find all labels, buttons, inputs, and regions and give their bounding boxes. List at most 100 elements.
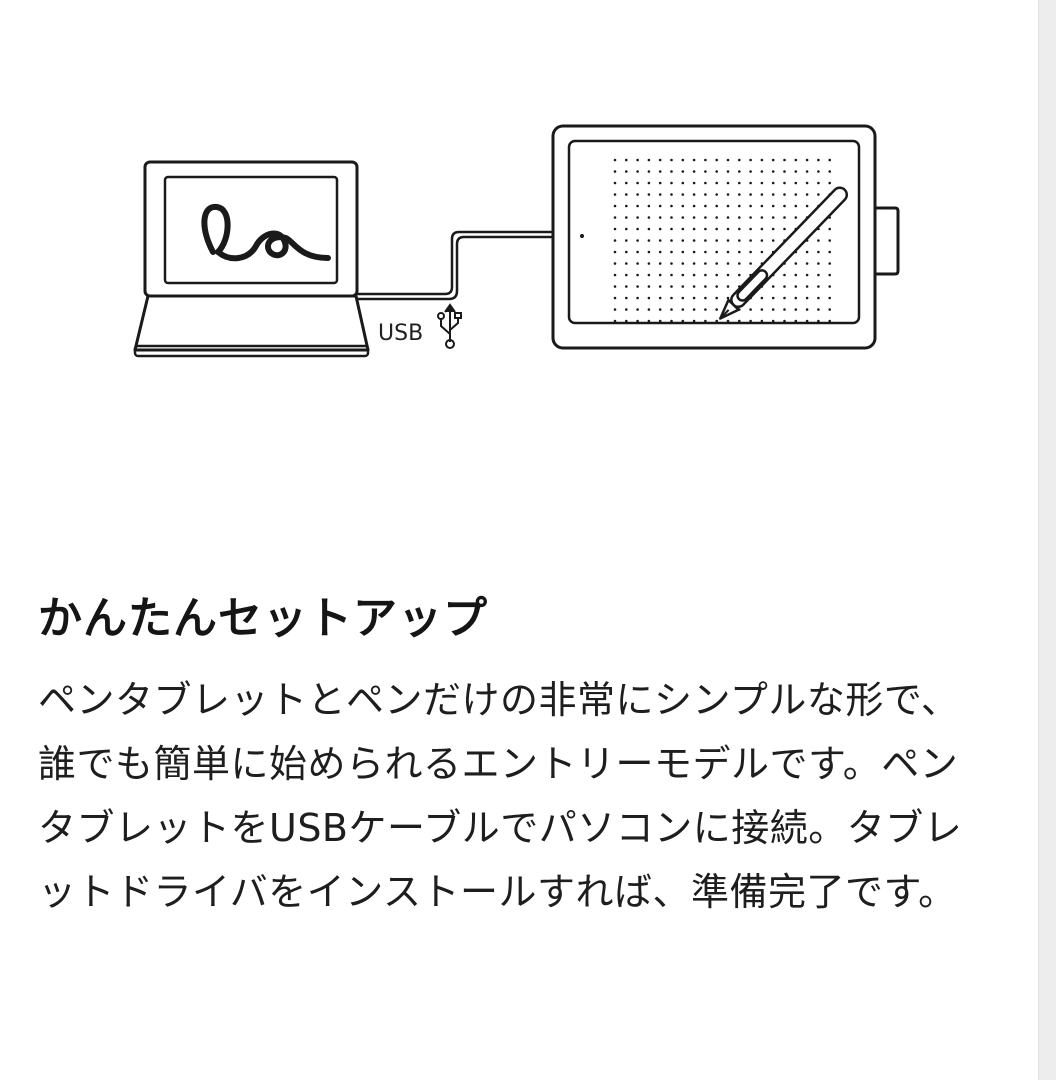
tablet-grid-dot (771, 170, 775, 173)
tablet-grid-dot (715, 319, 718, 323)
tablet-grid-dot (647, 193, 651, 196)
tablet-grid-dot (704, 285, 707, 288)
tablet-grid-dot (783, 193, 786, 196)
tablet-grid-dot (771, 285, 775, 288)
tablet-grid-dot (817, 193, 820, 196)
scrollbar-track[interactable] (1038, 0, 1056, 1080)
tablet-grid-dot (647, 227, 651, 231)
tablet-grid-dot (704, 319, 707, 323)
tablet-grid-dot (715, 308, 718, 311)
tablet-grid-dot (704, 216, 707, 219)
tablet-grid-dot (658, 296, 662, 300)
tablet-grid-dot (760, 227, 764, 231)
tablet-grid-dot (647, 170, 651, 173)
tablet-grid-dot (670, 239, 673, 242)
tablet-grid-dot (613, 308, 617, 311)
tablet-grid-dot (647, 216, 651, 219)
tablet-grid-dot (817, 308, 820, 311)
tablet-grid-dot (726, 319, 730, 323)
tablet-grid-dot (817, 273, 820, 277)
tablet-grid-dot (636, 227, 639, 231)
tablet-grid-dot (828, 239, 831, 242)
tablet-grid-dot (704, 239, 707, 242)
tablet-grid-dot (783, 204, 786, 208)
tablet-grid-dot (805, 262, 809, 265)
tablet-grid-dot (715, 239, 718, 242)
tablet-grid-dot (794, 296, 798, 300)
tablet-grid-dot (771, 158, 775, 162)
tablet-grid-dot (625, 262, 628, 265)
tablet-grid-dot (828, 273, 831, 277)
tablet-grid-dot (771, 204, 775, 208)
tablet-grid-dot (715, 296, 718, 300)
tablet-grid-dot (726, 204, 730, 208)
tablet-grid-dot (647, 296, 651, 300)
tablet-grid-dot (828, 308, 831, 311)
tablet-grid-dot (704, 181, 707, 185)
tablet-grid-dot (681, 204, 685, 208)
tablet-grid-dot (613, 170, 617, 173)
tablet-grid-dot (749, 308, 752, 311)
tablet-grid-dot (771, 308, 775, 311)
tablet-grid-dot (817, 262, 820, 265)
tablet-grid-dot (794, 319, 798, 323)
tablet-grid-dot (715, 193, 718, 196)
tablet-grid-dot (692, 158, 696, 162)
tablet-grid-dot (670, 285, 673, 288)
tablet-grid-dot (658, 285, 662, 288)
tablet-grid-dot (738, 227, 741, 231)
tablet-grid-dot (625, 170, 628, 173)
tablet-grid-dot (625, 158, 628, 162)
tablet-grid-dot (636, 308, 639, 311)
tablet-grid-dot (715, 216, 718, 219)
tablet-grid-dot (738, 216, 741, 219)
tablet-grid-dot (760, 181, 764, 185)
laptop-icon (133, 160, 370, 358)
tablet-grid-dot (613, 262, 617, 265)
tablet-grid-dot (692, 170, 696, 173)
tablet-grid-dot (670, 308, 673, 311)
tablet-grid-dot (805, 285, 809, 288)
tablet-grid-dot (760, 158, 764, 162)
tablet-grid-dot (613, 319, 617, 323)
tablet-grid-dot (715, 204, 718, 208)
tablet-grid-dot (771, 319, 775, 323)
tablet-grid-dot (828, 250, 831, 254)
tablet-grid-dot (738, 170, 741, 173)
tablet-grid-dot (625, 250, 628, 254)
tablet-grid-dot (783, 227, 786, 231)
tablet-grid-dot (670, 158, 673, 162)
tablet-grid-dot (704, 204, 707, 208)
tablet-grid-dot (805, 250, 809, 254)
tablet-grid-dot (738, 204, 741, 208)
tablet-grid-dot (692, 285, 696, 288)
tablet-grid-dot (625, 216, 628, 219)
tablet-grid-dot (625, 308, 628, 311)
tablet-grid-dot (636, 170, 639, 173)
tablet-grid-dot (625, 227, 628, 231)
tablet-grid-dot (726, 296, 730, 300)
tablet-grid-dot (805, 204, 809, 208)
tablet-grid-dot (692, 227, 696, 231)
tablet-grid-dot (704, 296, 707, 300)
tablet-grid-dot (692, 181, 696, 185)
tablet-grid-dot (783, 170, 786, 173)
tablet-grid-dot (794, 285, 798, 288)
tablet-grid-dot (805, 158, 809, 162)
tablet-grid-dot (613, 193, 617, 196)
tablet-grid-dot (794, 262, 798, 265)
tablet-grid-dot (760, 250, 764, 254)
tablet-grid-dot (794, 216, 798, 219)
tablet-grid-dot (749, 227, 752, 231)
tablet-grid-dot (625, 319, 628, 323)
tablet-grid-dot (715, 170, 718, 173)
tablet-grid-dot (704, 227, 707, 231)
tablet-grid-dot (783, 285, 786, 288)
tablet-grid-dot (681, 296, 685, 300)
tablet-grid-dot (658, 216, 662, 219)
tablet-grid-dot (670, 170, 673, 173)
feature-title: かんたんセットアップ (38, 593, 488, 644)
tablet-grid-dot (783, 308, 786, 311)
tablet-grid-dot (726, 239, 730, 242)
tablet-grid-dot (625, 239, 628, 242)
